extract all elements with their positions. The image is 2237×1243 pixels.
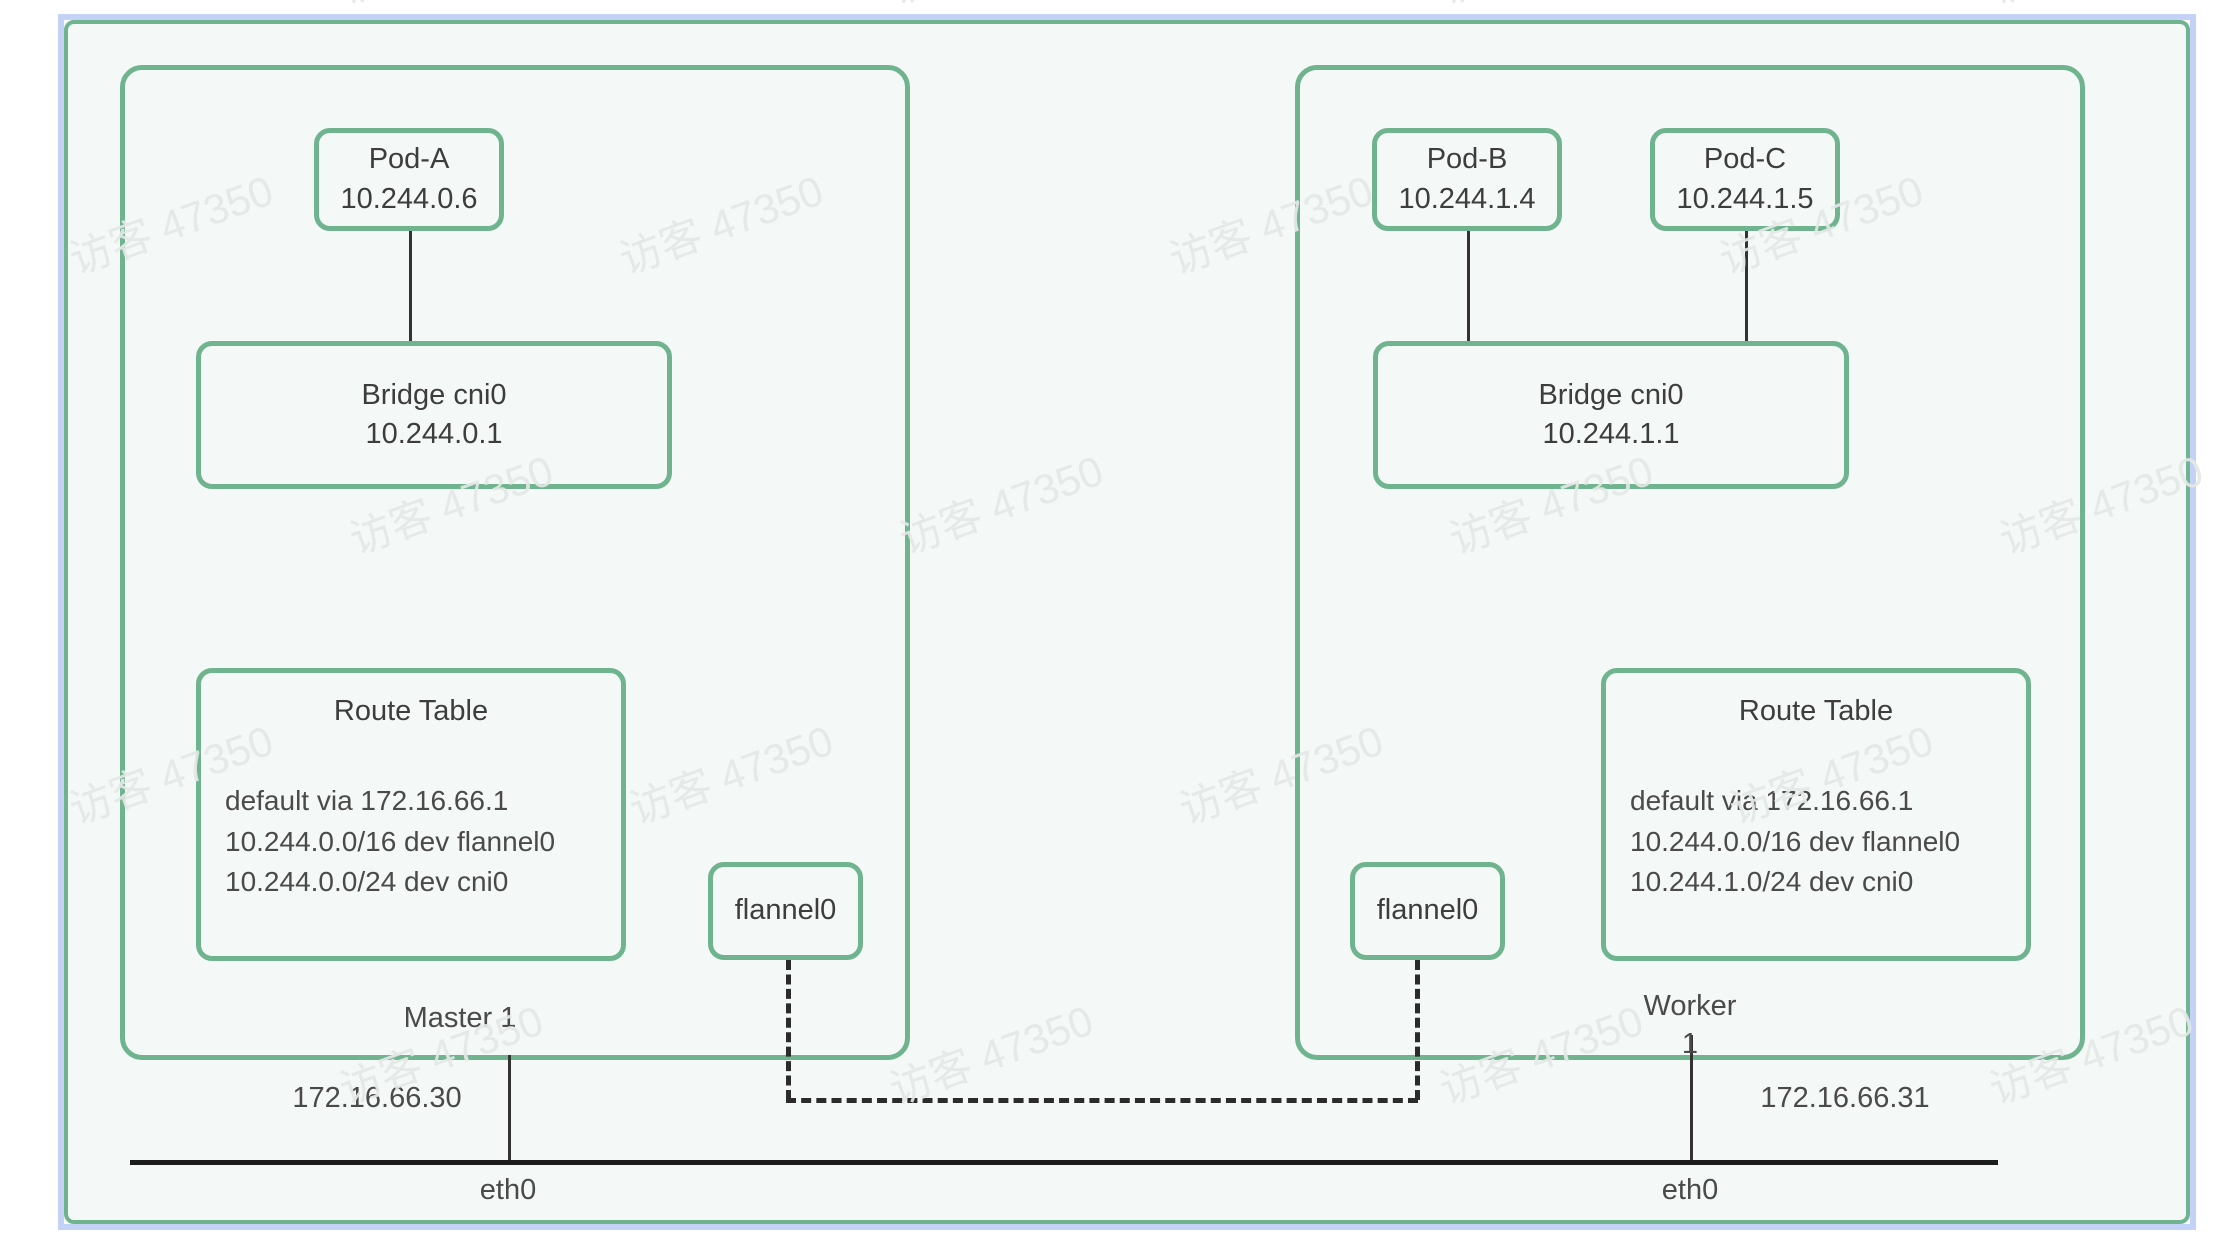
route-entry: 10.244.0.0/16 dev flannel0 xyxy=(1630,825,1961,857)
tunnel-line-master-vertical xyxy=(786,960,791,1100)
node-container-master-1 xyxy=(120,65,910,1060)
pod-box-pod-a[interactable]: Pod-A 10.244.0.6 xyxy=(314,128,504,231)
wire-pod-a-to-bridge xyxy=(409,231,412,343)
pod-ip: 10.244.1.5 xyxy=(1676,182,1814,215)
tunnel-line-overlay-horizontal xyxy=(786,1098,1418,1103)
route-table-title: Route Table xyxy=(333,695,489,727)
route-table-title: Route Table xyxy=(1738,695,1894,727)
pod-name: Pod-B xyxy=(1426,143,1508,176)
route-entry: 10.244.0.0/16 dev flannel0 xyxy=(225,825,556,857)
wire-pod-c-to-bridge xyxy=(1745,231,1748,343)
route-table-worker[interactable]: Route Table default via 172.16.66.1 10.2… xyxy=(1601,668,2031,961)
wire-master-eth0 xyxy=(508,1055,511,1163)
bridge-ip: 10.244.1.1 xyxy=(1542,418,1680,450)
physical-network-bus xyxy=(130,1160,1998,1165)
flannel-label: flannel0 xyxy=(1376,894,1479,927)
node-label-master-1: Master 1 xyxy=(403,1002,517,1034)
route-table-master[interactable]: Route Table default via 172.16.66.1 10.2… xyxy=(196,668,626,961)
route-entry: 10.244.1.0/24 dev cni0 xyxy=(1630,866,1914,898)
pod-box-pod-c[interactable]: Pod-C 10.244.1.5 xyxy=(1650,128,1840,231)
pod-ip: 10.244.1.4 xyxy=(1398,182,1536,215)
bridge-ip: 10.244.0.1 xyxy=(365,418,503,450)
pod-box-pod-b[interactable]: Pod-B 10.244.1.4 xyxy=(1372,128,1562,231)
flannel-box-worker[interactable]: flannel0 xyxy=(1350,862,1505,960)
nic-label-master-eth0: eth0 xyxy=(479,1174,537,1206)
outer-frame xyxy=(58,14,2196,1230)
route-entry: default via 172.16.66.1 xyxy=(1630,785,1914,816)
pod-name: Pod-C xyxy=(1703,143,1787,176)
bridge-box-master[interactable]: Bridge cni0 10.244.0.1 xyxy=(196,341,672,489)
flannel-box-master[interactable]: flannel0 xyxy=(708,862,863,960)
route-table-entries: default via 172.16.66.1 10.244.0.0/16 de… xyxy=(1630,781,1960,903)
pod-name: Pod-A xyxy=(368,143,450,176)
route-table-entries: default via 172.16.66.1 10.244.0.0/16 de… xyxy=(225,781,555,903)
flannel-label: flannel0 xyxy=(734,894,837,927)
wire-worker-eth0 xyxy=(1690,1035,1693,1163)
nic-label-worker-eth0: eth0 xyxy=(1661,1174,1719,1206)
host-ip-worker-1: 172.16.66.31 xyxy=(1760,1082,1930,1114)
pod-ip: 10.244.0.6 xyxy=(340,182,478,215)
route-entry: default via 172.16.66.1 xyxy=(225,785,509,816)
bridge-name: Bridge cni0 xyxy=(361,378,507,411)
route-entry: 10.244.0.0/24 dev cni0 xyxy=(225,866,509,898)
host-ip-master-1: 172.16.66.30 xyxy=(292,1082,462,1114)
node-label-worker-1: Worker 1 xyxy=(1643,990,1737,1060)
tunnel-line-worker-vertical xyxy=(1415,960,1420,1100)
bridge-name: Bridge cni0 xyxy=(1538,378,1684,411)
wire-pod-b-to-bridge xyxy=(1467,231,1470,343)
bridge-box-worker[interactable]: Bridge cni0 10.244.1.1 xyxy=(1373,341,1849,489)
